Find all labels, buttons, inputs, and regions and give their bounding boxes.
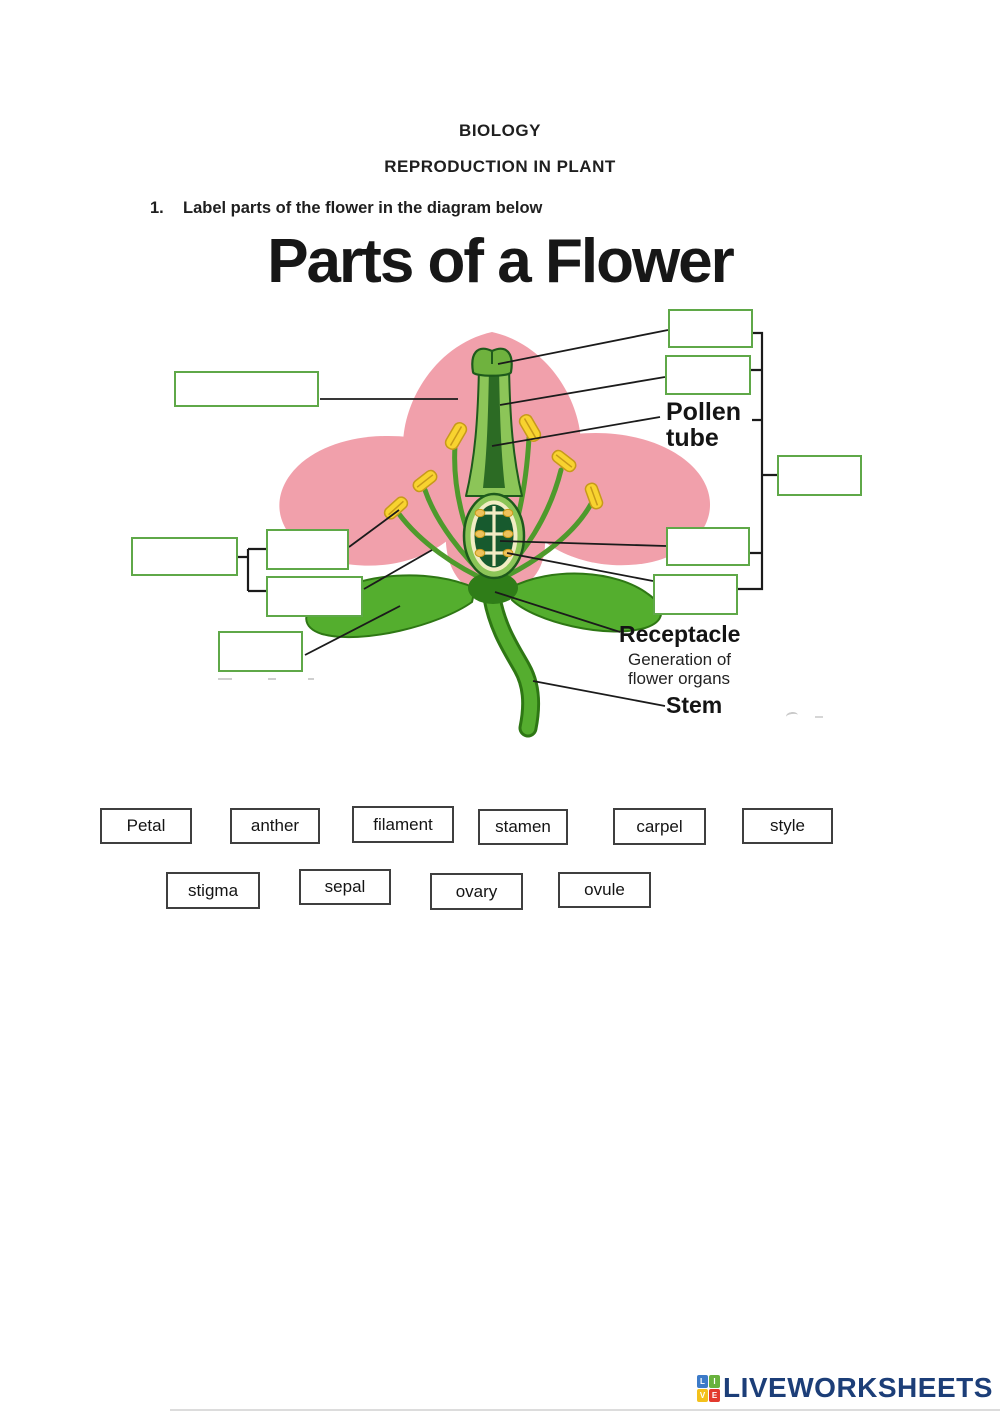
answer-box-bottom-left[interactable] [218, 631, 303, 672]
pollen-tube-line2: tube [666, 424, 719, 453]
print-artifact [815, 716, 823, 718]
subject-heading: BIOLOGY [459, 121, 541, 140]
answer-box-far-right[interactable] [777, 455, 862, 496]
pistil [462, 347, 526, 580]
topic-heading: REPRODUCTION IN PLANT [384, 157, 616, 176]
stem-label: Stem [666, 692, 723, 718]
word-bank-item-ovary[interactable]: ovary [430, 873, 523, 910]
anthers [383, 414, 604, 520]
connector-lines [304, 329, 669, 707]
answer-box-top-left[interactable] [174, 371, 319, 407]
receptacle-note: Generation of flower organs [628, 650, 732, 688]
word-bank-item-stigma[interactable]: stigma [166, 872, 260, 909]
answer-box-right-3[interactable] [666, 527, 750, 566]
word-bank-item-sepal[interactable]: sepal [299, 869, 391, 905]
liveworksheets-logo: L I V E LIVEWORKSHEETS [697, 1372, 993, 1404]
answer-box-right-4[interactable] [653, 574, 738, 615]
pollen-tube-line1: Pollen [666, 398, 742, 426]
answer-box-left-mid-upper[interactable] [266, 529, 349, 570]
ovules [474, 508, 514, 558]
logo-square-v: V [697, 1388, 708, 1402]
print-artifact [218, 678, 232, 680]
logo-squares: L I V E [697, 1374, 720, 1402]
page-bottom-rule [170, 1409, 1000, 1411]
print-artifact [308, 678, 314, 680]
logo-square-i: I [709, 1374, 720, 1388]
answer-box-left-mid-lower[interactable] [266, 576, 363, 617]
word-bank-item-carpel[interactable]: carpel [613, 808, 706, 845]
diagram-title: Parts of a Flower [267, 227, 735, 296]
right-bracket [738, 331, 777, 591]
flower-illustration [238, 329, 777, 738]
left-bracket [238, 547, 266, 593]
answer-box-right-2[interactable] [665, 355, 751, 395]
logo-square-e: E [709, 1388, 720, 1402]
word-bank-item-ovule[interactable]: ovule [558, 872, 651, 908]
word-bank-item-petal[interactable]: Petal [100, 808, 192, 844]
brackets [238, 331, 777, 593]
logo-square-l: L [697, 1374, 708, 1388]
word-bank-item-stamen[interactable]: stamen [478, 809, 568, 845]
receptacle-note-line1: Generation of [628, 650, 732, 669]
pollen-tube-label: Pollen tube [666, 399, 741, 452]
question-number: 1. [150, 199, 164, 217]
question-text: Label parts of the flower in the diagram… [183, 199, 543, 217]
word-bank-item-filament[interactable]: filament [352, 806, 454, 843]
receptacle-label: Receptacle [619, 621, 741, 647]
word-bank-item-style[interactable]: style [742, 808, 833, 844]
answer-box-left-mid-outer[interactable] [131, 537, 238, 576]
receptacle-note-line2: flower organs [628, 668, 731, 688]
print-artifact [268, 678, 276, 680]
logo-wordmark: LIVEWORKSHEETS [723, 1372, 993, 1403]
word-bank-item-anther[interactable]: anther [230, 808, 320, 844]
answer-box-right-1[interactable] [668, 309, 753, 348]
